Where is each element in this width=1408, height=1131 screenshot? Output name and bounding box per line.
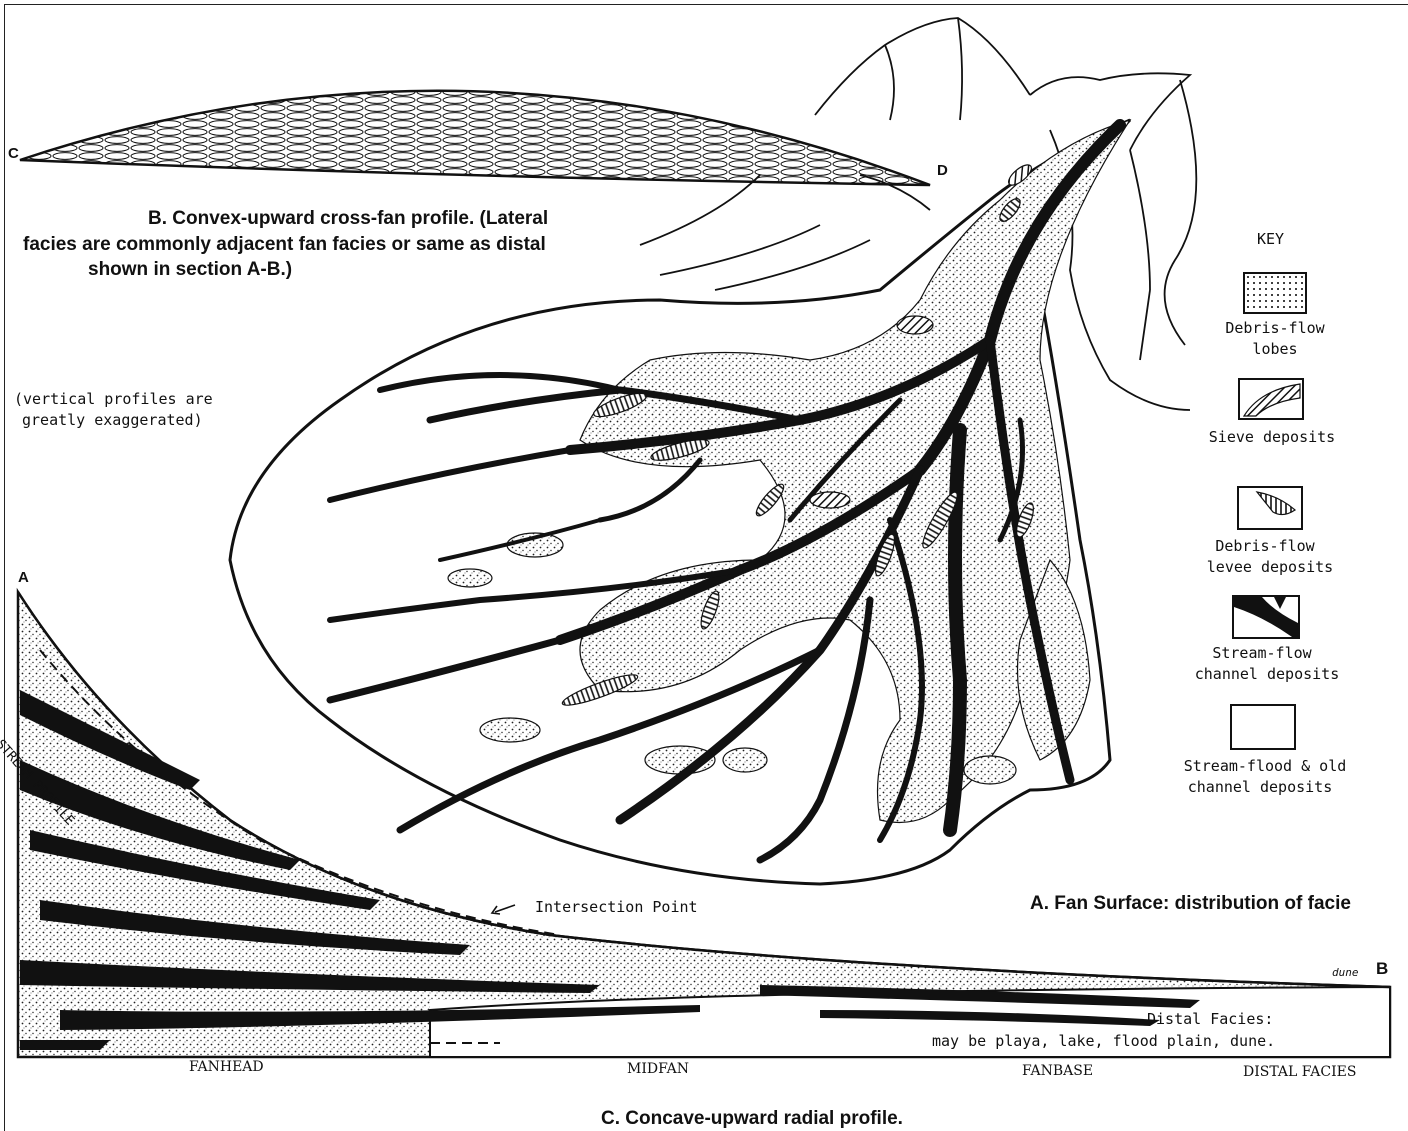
point-c-label: C — [8, 145, 19, 162]
stream-flow-swatch — [1232, 595, 1300, 639]
zone-fanbase: FANBASE — [1022, 1061, 1093, 1082]
levee-label-line2: levee deposits — [1170, 557, 1370, 578]
stream-flow-label-line2: channel deposits — [1167, 664, 1367, 685]
exaggeration-note-line1: (vertical profiles are — [14, 389, 213, 410]
sieve-label: Sieve deposits — [1172, 427, 1372, 448]
fan-surface-caption: A. Fan Surface: distribution of facie — [1030, 891, 1351, 916]
cross-fan-caption-line2: facies are commonly adjacent fan facies … — [23, 232, 546, 257]
zone-distal-facies: DISTAL FACIES — [1243, 1062, 1356, 1083]
point-a-label: A — [18, 569, 29, 586]
cross-fan-profile — [20, 91, 930, 185]
point-d-label: D — [937, 162, 948, 179]
exaggeration-note-line2: greatly exaggerated) — [22, 410, 203, 431]
intersection-point-label: Intersection Point — [535, 897, 698, 918]
distal-facies-label: Distal Facies: — [1147, 1009, 1273, 1030]
zone-fanhead: FANHEAD — [189, 1057, 264, 1078]
distal-facies-desc: may be playa, lake, flood plain, dune. — [932, 1031, 1275, 1052]
point-b-label: B — [1376, 959, 1388, 979]
debris-flow-swatch — [1243, 272, 1307, 314]
stream-flow-label-line1: Stream-flow — [1162, 643, 1362, 664]
stream-flood-label-line2: channel deposits — [1150, 777, 1370, 798]
zone-midfan: MIDFAN — [627, 1059, 689, 1080]
cross-fan-caption-line1: B. Convex-upward cross-fan profile. (Lat… — [148, 206, 548, 231]
levee-swatch-icon — [1239, 488, 1301, 528]
levee-label-line1: Debris-flow — [1165, 536, 1365, 557]
dune-label: dune — [1332, 962, 1359, 983]
debris-flow-label-line2: lobes — [1175, 339, 1375, 360]
debris-flow-label-line1: Debris-flow — [1175, 318, 1375, 339]
sieve-swatch — [1238, 378, 1304, 420]
levee-swatch — [1237, 486, 1303, 530]
sieve-swatch-icon — [1240, 380, 1302, 418]
stream-flood-swatch — [1230, 704, 1296, 750]
key-title: KEY — [1257, 229, 1284, 250]
radial-profile-caption: C. Concave-upward radial profile. — [601, 1106, 903, 1131]
stream-flow-swatch-icon — [1234, 597, 1298, 637]
cross-fan-caption-line3: shown in section A-B.) — [88, 257, 292, 282]
stream-flood-label-line1: Stream-flood & old — [1155, 756, 1375, 777]
